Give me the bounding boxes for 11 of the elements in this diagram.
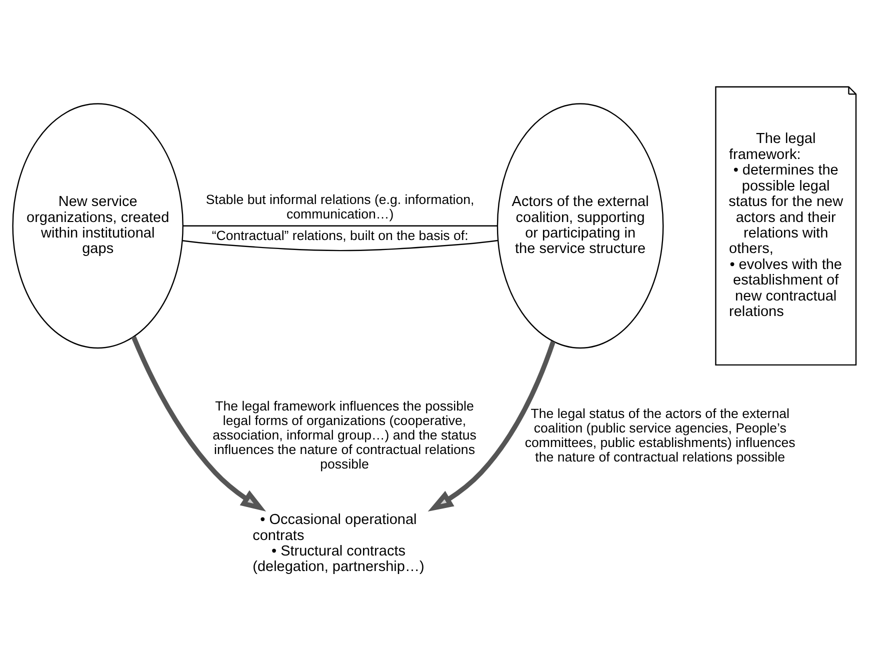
node-ellipse: New service organizations, created within institutional gaps	[12, 102, 184, 348]
arrow	[131, 335, 266, 511]
edge-label: The legal status of the actors of the external coalition (public service agencies, People’s committees, public establishments) influences the nature of contractual relations possible	[524, 405, 796, 464]
connector	[183, 224, 498, 226]
node-text: • Occasional operational contrats • Structural contracts (delegation, partnership…)	[252, 512, 424, 575]
arrow	[428, 340, 556, 512]
connector	[182, 239, 498, 251]
edge-label: Stable but informal relations (e.g. information, communication…)	[206, 191, 474, 221]
node-ellipse: Actors of the external coalition, supporting or participating in the service structure	[496, 102, 664, 348]
edge-label: The legal framework influences the possible legal forms of organizations (cooperative, association, informal group…) and the status influences the nature of contractual relations possible	[212, 398, 476, 472]
edge-label: “Contractual” relations, built on the basis of:	[212, 228, 468, 243]
